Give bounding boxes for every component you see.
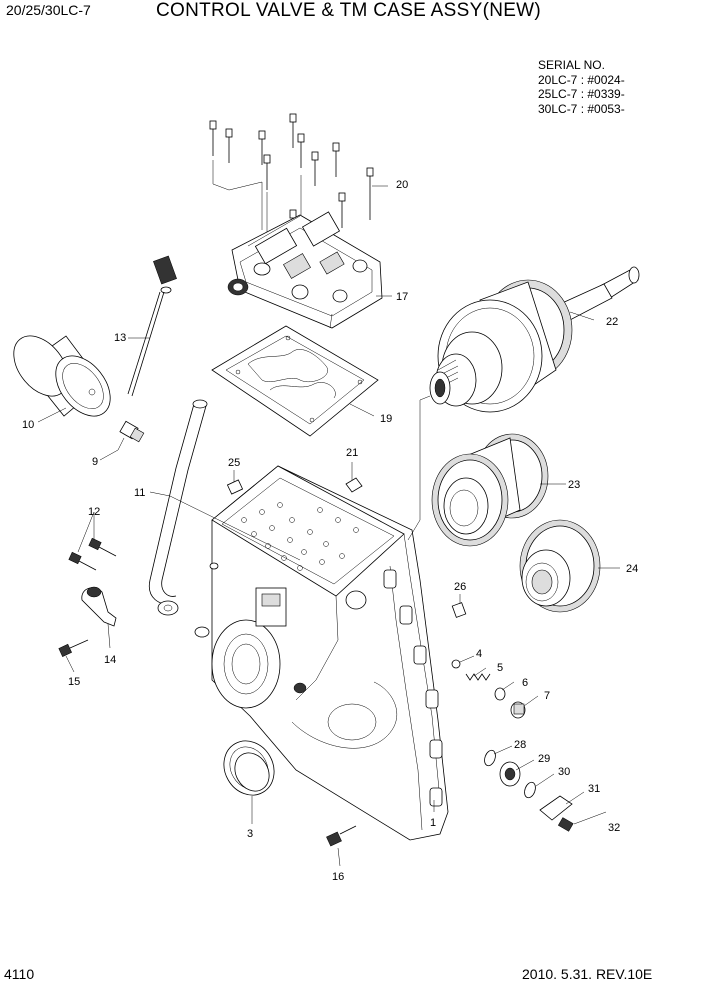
- callout-10: 10: [22, 419, 34, 431]
- callout-3: 3: [247, 828, 253, 840]
- callout-21: 21: [346, 447, 358, 459]
- callout-5: 5: [497, 662, 503, 674]
- date-revision: 2010. 5.31. REV.10E: [522, 966, 653, 982]
- model-code: 20/25/30LC-7: [6, 2, 91, 18]
- callout-22: 22: [606, 316, 618, 328]
- breather-pipe-11: [148, 399, 210, 638]
- serial-line-30lc: 30LC-7 : #0053-: [538, 101, 625, 116]
- callout-17: 17: [396, 291, 408, 303]
- callout-32: 32: [608, 822, 620, 834]
- leader-lines: [37, 185, 620, 867]
- bolt-15: [58, 639, 89, 657]
- gear-23: [431, 433, 549, 547]
- plug-21: [345, 477, 363, 493]
- sleeve-29: [499, 761, 521, 787]
- cover-31: [539, 795, 573, 821]
- callout-6: 6: [522, 677, 528, 689]
- callout-4: 4: [476, 648, 482, 660]
- o-ring-30: [524, 781, 536, 799]
- dipstick-13: [127, 255, 177, 397]
- callout-20: 20: [396, 179, 408, 191]
- callout-16: 16: [332, 871, 344, 883]
- callout-15: 15: [68, 676, 80, 688]
- oil-filter-10: [13, 335, 111, 417]
- callout-11: 11: [134, 487, 145, 499]
- fitting-9: [119, 420, 145, 443]
- plug-7: [510, 701, 526, 719]
- callout-31: 31: [588, 783, 600, 795]
- callout-12: 12: [88, 506, 100, 518]
- control-valve-17: [227, 211, 383, 329]
- o-ring-6: [494, 687, 506, 701]
- callout-labels: 1 3 4 5 6 7 9 10 11 12 13 14 15 16 17 19…: [22, 179, 638, 883]
- transmission-case-1: [209, 465, 449, 841]
- o-ring-28: [484, 749, 496, 767]
- page-number: 4110: [4, 966, 35, 982]
- callout-1: 1: [430, 817, 436, 829]
- bolt-set-20: [209, 113, 374, 236]
- serial-heading: SERIAL NO.: [538, 58, 605, 72]
- gasket-plate-19: [211, 325, 379, 437]
- serial-line-25lc: 25LC-7 : #0339-: [538, 87, 625, 101]
- callout-9: 9: [92, 456, 98, 468]
- callout-29: 29: [538, 753, 550, 765]
- bolt-16: [326, 825, 357, 847]
- page-title: CONTROL VALVE & TM CASE ASSY(NEW): [156, 0, 542, 21]
- bolt-32: [557, 817, 574, 832]
- callout-30: 30: [558, 766, 570, 778]
- callout-13: 13: [114, 332, 126, 344]
- bolt-pair-12: [68, 537, 117, 571]
- callout-14: 14: [104, 654, 116, 666]
- stud-25: [226, 479, 244, 495]
- callout-7: 7: [544, 690, 550, 702]
- clutch-shaft-22: [429, 266, 640, 413]
- callout-23: 23: [568, 479, 580, 491]
- ball-4: [451, 659, 461, 669]
- serial-number-block: SERIAL NO. 20LC-7 : #0024- 25LC-7 : #033…: [538, 58, 625, 116]
- callout-24: 24: [626, 563, 638, 575]
- bracket-14: [81, 586, 117, 627]
- serial-line-20lc: 20LC-7 : #0024-: [538, 72, 625, 87]
- pin-26: [451, 602, 467, 618]
- oil-seal-3: [223, 740, 275, 796]
- callout-28: 28: [514, 739, 526, 751]
- callout-25: 25: [228, 457, 240, 469]
- callout-26: 26: [454, 581, 466, 593]
- spring-5: [465, 673, 491, 681]
- callout-19: 19: [380, 413, 392, 425]
- gear-24: [519, 519, 601, 613]
